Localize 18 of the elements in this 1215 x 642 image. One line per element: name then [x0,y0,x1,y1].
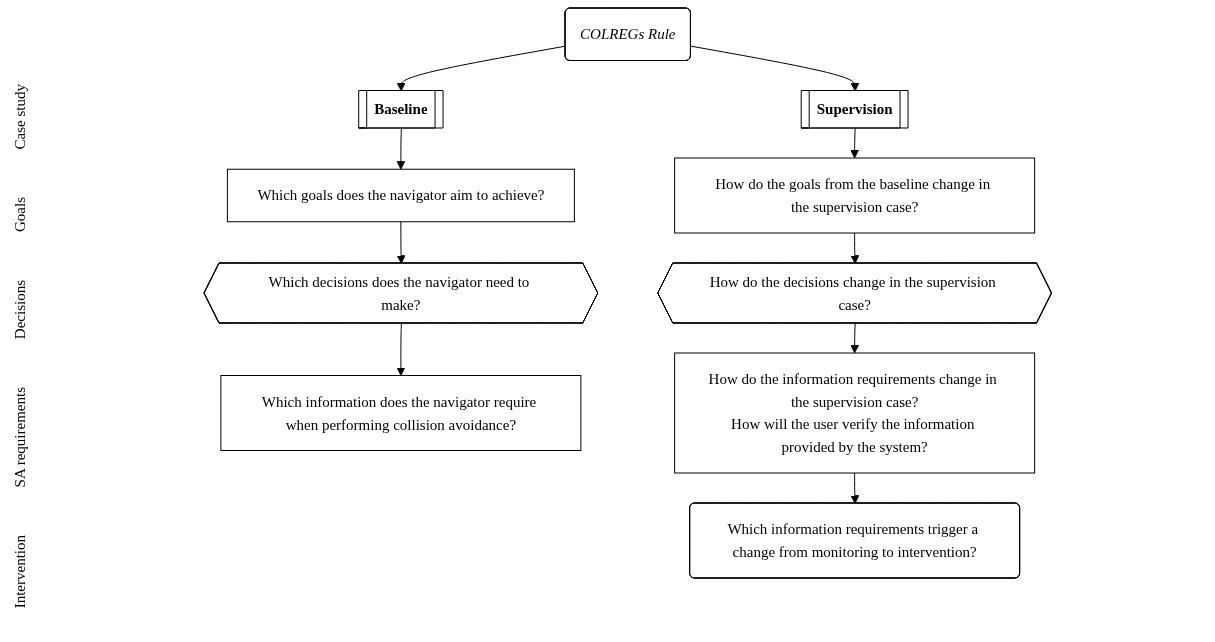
arrow [850,472,859,504]
arrow [396,323,406,376]
node-box: How do the information requirements change in the supervision case? How will the user verify the information provided by the system? [673,352,1035,474]
arrow [396,221,406,264]
arrow [690,45,859,92]
row-label: Case study [11,83,29,150]
arrow [850,323,859,354]
row-label: SA requirements [11,386,29,488]
row-label: Intervention [11,534,29,609]
node-box: Which goals does the navigator aim to achieve? [226,168,575,223]
arrow [396,128,406,170]
arrow [850,232,859,264]
arrow [396,45,566,92]
row-label: Decisions [11,279,29,339]
node-box: Which information does the navigator require when performing collision avoidance? [220,375,582,451]
row-label: Goals [11,197,29,232]
node-box: How do the goals from the baseline change in the supervision case? [673,157,1035,234]
arrow [850,128,859,159]
